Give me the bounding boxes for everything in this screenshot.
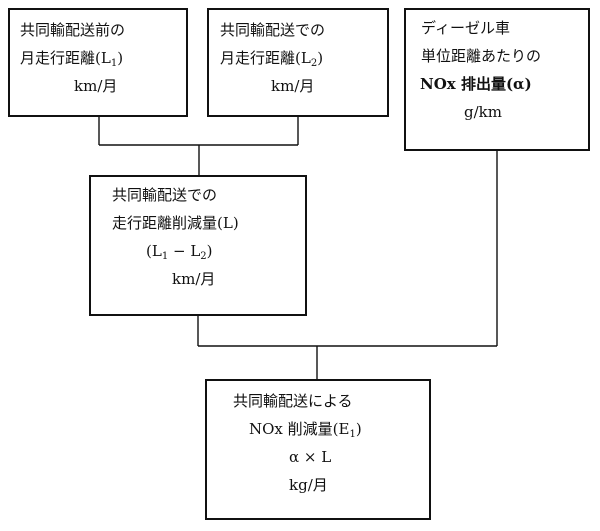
box-distance-shared-open-paren: (: [295, 49, 301, 67]
box-emission-factor-line3: NOx 排出量(α): [420, 75, 532, 93]
box-distance-before-sub: 1: [110, 58, 118, 69]
box-distance-before-label: 月走行距離(L1): [20, 48, 124, 69]
box-distance-shared: 共同輸配送での 月走行距離(L2) km/月: [207, 8, 389, 117]
box-nox-reduction-unit: kg/月: [289, 476, 328, 494]
formula-sub2: 2: [200, 251, 207, 262]
box-distance-before-close-paren: ): [117, 49, 124, 67]
formula-sub1: 1: [161, 251, 169, 262]
box-nox-reduction-line2-text: NOx 削減量(E: [249, 420, 350, 438]
box-distance-before-unit: km/月: [74, 77, 118, 95]
box-distance-before-open-paren: (: [95, 49, 101, 67]
formula-open-paren: (: [146, 242, 152, 260]
box-emission-factor-line1: ディーゼル車: [421, 19, 510, 37]
box-distance-shared-title: 共同輸配送での: [220, 21, 326, 39]
box-distance-shared-unit: km/月: [271, 77, 315, 95]
box-nox-reduction-formula: α × L: [289, 448, 332, 466]
box-distance-reduction-line1: 共同輸配送での: [112, 186, 218, 204]
box-nox-reduction-line2-sub: 1: [349, 429, 356, 440]
box-distance-before-title: 共同輸配送前の: [20, 21, 126, 39]
box-distance-reduction: 共同輸配送での 走行距離削減量(L) (L1 − L2) km/月: [89, 175, 307, 316]
box-distance-shared-label: 月走行距離(L2): [220, 48, 324, 69]
box-distance-shared-sub: 2: [310, 58, 318, 69]
formula-close-paren: ): [206, 242, 213, 260]
formula-minus: −: [168, 242, 191, 260]
box-nox-reduction-line2: NOx 削減量(E1): [249, 419, 362, 440]
box-nox-reduction: 共同輸配送による NOx 削減量(E1) α × L kg/月: [205, 379, 431, 520]
box-distance-before: 共同輸配送前の 月走行距離(L1) km/月: [8, 8, 188, 117]
box-distance-before-var: L: [100, 49, 111, 67]
formula-var2: L: [190, 242, 201, 260]
box-nox-reduction-line1: 共同輸配送による: [233, 392, 353, 410]
box-distance-shared-label-text: 月走行距離: [220, 49, 296, 67]
box-emission-factor-line2: 単位距離あたりの: [421, 47, 542, 65]
box-distance-shared-var: L: [300, 49, 311, 67]
box-distance-reduction-unit: km/月: [172, 270, 216, 288]
box-emission-factor-unit: g/km: [464, 103, 502, 121]
box-distance-before-label-text: 月走行距離: [20, 49, 96, 67]
box-distance-shared-close-paren: ): [317, 49, 324, 67]
box-distance-reduction-line2: 走行距離削減量(L): [112, 214, 239, 232]
box-distance-reduction-formula: (L1 − L2): [146, 241, 213, 262]
box-emission-factor: ディーゼル車 単位距離あたりの NOx 排出量(α) g/km: [404, 8, 590, 151]
formula-var1: L: [151, 242, 162, 260]
box-nox-reduction-line2-close: ): [355, 420, 362, 438]
